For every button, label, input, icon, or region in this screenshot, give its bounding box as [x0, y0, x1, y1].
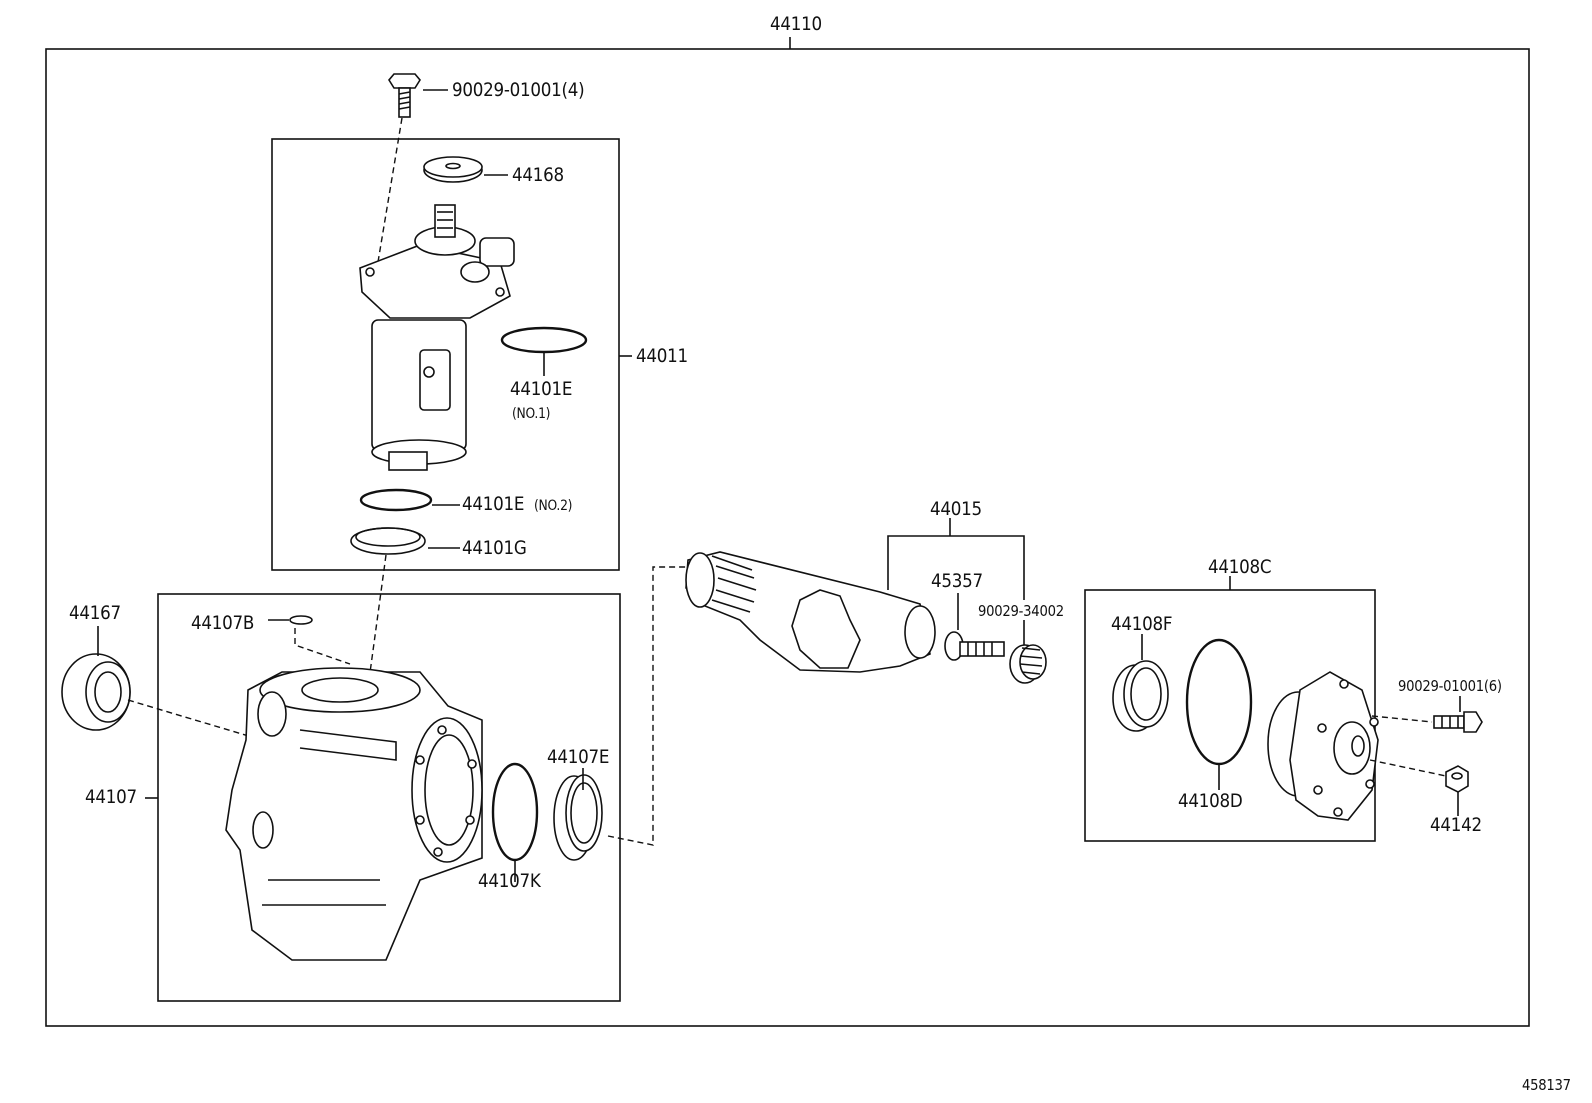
label-oring-no2: 44101E — [462, 493, 525, 515]
label-bolt-top: 90029-01001(4) — [452, 79, 585, 101]
label-ring-44101g: 44101G — [462, 537, 527, 559]
label-valve-assy: 44011 — [636, 345, 688, 367]
nut-34002-icon — [1009, 644, 1047, 684]
label-shaft-44015: 44015 — [930, 498, 982, 520]
label-oring-no2-note: (NO.2) — [534, 498, 573, 514]
housing-icon — [225, 667, 483, 961]
oring-no2-icon — [359, 488, 433, 512]
screw-45357-icon — [944, 631, 1005, 661]
oring-44107b-icon — [289, 615, 313, 625]
oring-44108d-icon — [1185, 638, 1253, 766]
cover-icon — [1267, 671, 1379, 821]
label-oring-44107k: 44107K — [478, 870, 541, 892]
cap-icon — [423, 156, 508, 183]
label-nut-44142: 44142 — [1430, 814, 1482, 836]
valve-body-icon — [359, 204, 515, 471]
seal-44107e-icon — [553, 774, 603, 861]
figure-number: 458137 — [1522, 1076, 1571, 1094]
seal-44167-icon — [61, 653, 131, 731]
bolt-top-icon — [388, 73, 448, 118]
bolt-right-icon — [1433, 711, 1483, 733]
seal-44108f-icon — [1112, 660, 1169, 732]
label-housing-44107: 44107 — [85, 786, 137, 808]
assembly-frame — [45, 48, 1530, 1027]
label-bolt-right: 90029-01001(6) — [1398, 677, 1502, 695]
shaft-icon — [685, 551, 936, 673]
label-cap-44168: 44168 — [512, 164, 564, 186]
label-oring-44107b: 44107B — [191, 612, 255, 634]
label-seal-44167: 44167 — [69, 602, 121, 624]
valve-assy-box — [271, 138, 620, 571]
oring-no1-icon — [500, 326, 588, 354]
label-oring-44108d: 44108D — [1178, 790, 1243, 812]
label-nut-34002: 90029-34002 — [978, 602, 1064, 620]
nut-44142-icon — [1445, 765, 1469, 793]
label-seal-44107e: 44107E — [547, 746, 610, 768]
label-cover-group: 44108C — [1208, 556, 1272, 578]
ring-44101g-icon — [350, 527, 426, 555]
label-oring-no1-note: (NO.1) — [512, 406, 551, 422]
label-oring-no1: 44101E — [510, 378, 573, 400]
oring-44107k-icon — [491, 762, 539, 862]
label-seal-44108f: 44108F — [1111, 613, 1173, 635]
assembly-label: 44110 — [770, 13, 822, 35]
label-screw-45357: 45357 — [931, 570, 983, 592]
